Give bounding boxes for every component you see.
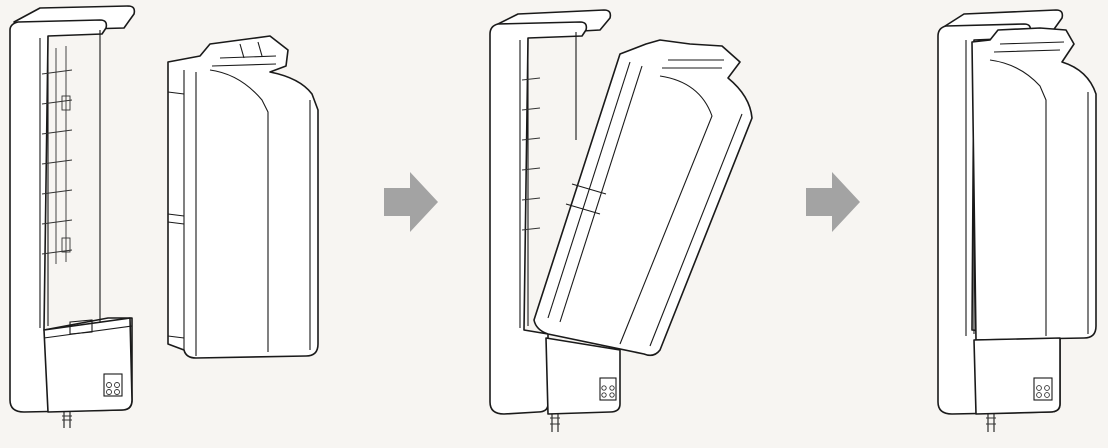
step-1-battery [167, 35, 319, 359]
next-step-arrow-2 [806, 172, 860, 232]
next-step-arrow-1 [384, 172, 438, 232]
step-1-wall-holder [9, 5, 136, 428]
step-2-battery [533, 39, 753, 357]
step-2-wall-holder [489, 9, 621, 432]
step-3-assembled-unit [937, 9, 1097, 432]
